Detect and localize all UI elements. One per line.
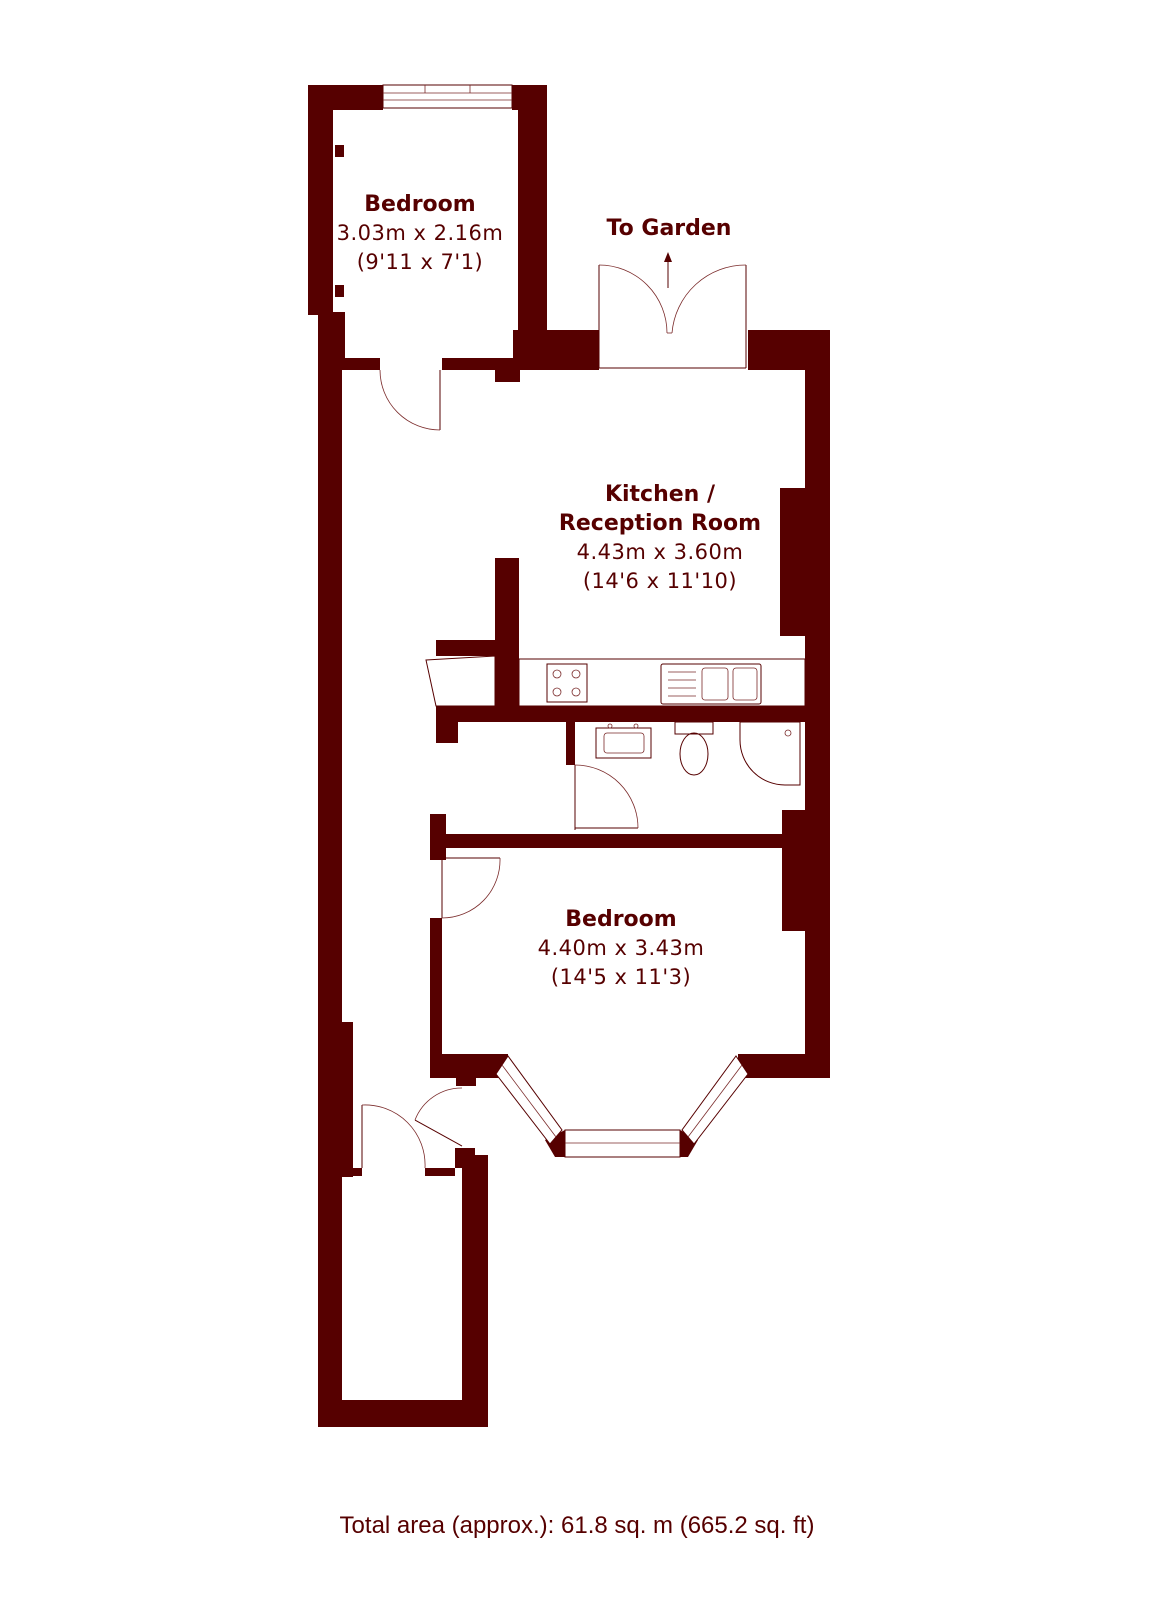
- hob: [546, 663, 588, 703]
- room-name: Bedroom: [364, 192, 476, 217]
- shower: [739, 721, 801, 786]
- room-name-line1: Kitchen /: [604, 482, 716, 507]
- room-name: Bedroom: [565, 907, 677, 932]
- windows: [382, 84, 749, 1158]
- room-name-line2: Reception Room: [558, 511, 762, 536]
- basin: [595, 727, 652, 759]
- room-metric: 3.03m x 2.16m: [336, 221, 504, 245]
- bedroom-small-label: Bedroom 3.03m x 2.16m (9'11 x 7'1): [337, 190, 504, 277]
- walls: [308, 85, 830, 1427]
- kitchen-counter: [518, 658, 806, 707]
- toilet-bowl: [679, 732, 709, 776]
- garden-text: To Garden: [606, 216, 732, 241]
- room-metric: 4.40m x 3.43m: [537, 936, 705, 960]
- room-metric: 4.43m x 3.60m: [576, 540, 744, 564]
- doors: [361, 252, 747, 1169]
- toilet-cistern: [674, 721, 714, 735]
- sink: [660, 663, 762, 705]
- bathroom-fixtures: [595, 721, 801, 786]
- kitchen-label: Kitchen / Reception Room 4.43m x 3.60m (…: [559, 480, 761, 596]
- total-area: Total area (approx.): 61.8 sq. m (665.2 …: [339, 1512, 815, 1539]
- garden-label: To Garden: [607, 214, 732, 243]
- bedroom-large-label: Bedroom 4.40m x 3.43m (14'5 x 11'3): [538, 905, 705, 992]
- room-imperial: (14'6 x 11'10): [582, 569, 738, 593]
- room-imperial: (14'5 x 11'3): [550, 965, 692, 989]
- room-imperial: (9'11 x 7'1): [356, 250, 484, 274]
